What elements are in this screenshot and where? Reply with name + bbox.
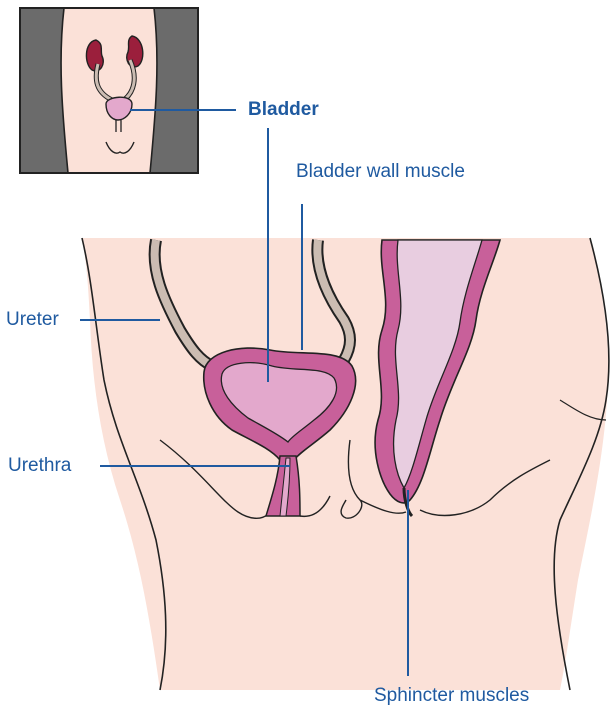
inset-right-side [150, 8, 198, 173]
bladder-label: Bladder [248, 100, 319, 119]
body-skin [82, 238, 608, 690]
left-kidney [86, 40, 103, 71]
sphincter-muscles-label: Sphincter muscles [374, 686, 529, 705]
main-side-view [82, 238, 609, 690]
bladder-wall-muscle-label: Bladder wall muscle [296, 162, 465, 181]
inset-front-view [20, 8, 198, 173]
ureter-label: Ureter [6, 310, 59, 329]
inset-left-side [20, 8, 68, 173]
urethra-label: Urethra [8, 456, 71, 475]
